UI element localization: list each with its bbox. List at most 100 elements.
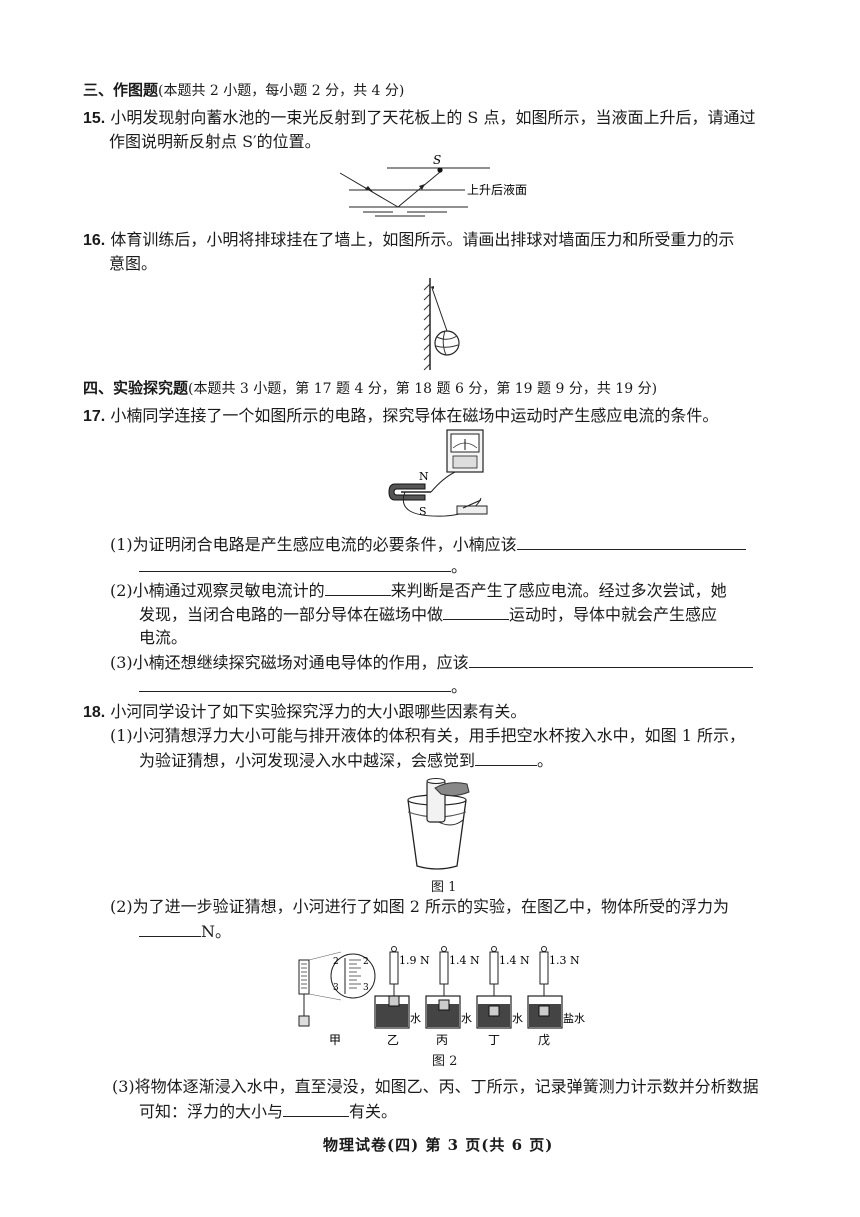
setup-ding	[476, 946, 512, 1029]
setup-yi	[374, 946, 410, 1029]
q17-p3-line-2: 。	[139, 675, 467, 698]
stage-label-wu: 戊	[538, 1033, 550, 1047]
volleyball-seams	[435, 330, 459, 356]
volleyball	[434, 330, 460, 356]
galvanometer-base	[452, 455, 478, 469]
liquid-yi: 水	[410, 1012, 421, 1025]
q17-p2-blank-2[interactable]	[443, 603, 510, 620]
q17-p2-text-d: 运动时，导体中就会产生感应	[509, 605, 718, 624]
q17-p3-text: (3)小楠还想继续探究磁场对通电导体的作用，应该	[110, 653, 469, 672]
q17-p1-line-2: 。	[139, 555, 467, 578]
q17-p3-blank-2[interactable]	[139, 675, 451, 692]
q16-text-2: 意图。	[109, 254, 158, 273]
q18-fig2-experiment: 2 2 3 3 1.9 N 水 1.4 N 水	[298, 946, 585, 1047]
q17-p1-blank-1[interactable]	[516, 533, 746, 550]
q17-p2-text-b: 来判断是否产生了感应电流。经过多次尝试，她	[390, 581, 727, 600]
scale-mark-3: 3	[333, 983, 339, 993]
q18-p1-text-b: 为验证猜想，小河发现浸入水中越深，会感觉到	[139, 751, 476, 770]
q18-p3-blank[interactable]	[283, 1100, 350, 1117]
q17-p2-line-2: 发现，当闭合电路的一部分导体在磁场中做运动时，导体中就会产生感应	[139, 603, 717, 626]
q18-p1-line-1: (1)小河猜想浮力大小可能与排开液体的体积有关，用手把空水杯按入水中，如图 1 …	[110, 726, 746, 745]
section-4-title: 四、实验探究题	[83, 379, 189, 397]
q17-p3-blank-1[interactable]	[468, 651, 753, 668]
incident-arrow	[365, 186, 373, 192]
liquid-wu: 盐水	[563, 1012, 585, 1025]
hand	[434, 782, 470, 797]
magnet-n-label: N	[419, 470, 429, 483]
q16-volleyball-figure	[423, 278, 460, 371]
q18-p1-blank[interactable]	[475, 749, 538, 766]
magnet-s-label: S	[419, 505, 427, 518]
q18-p2-blank[interactable]	[139, 920, 201, 937]
q18-p1-end: 。	[537, 751, 554, 770]
q18-p2-line-1: (2)为了进一步验证猜想，小河进行了如图 2 所示的实验，在图乙中，物体所受的浮…	[110, 897, 730, 916]
stage-label-bing: 丙	[436, 1033, 448, 1047]
q18-p3-line-1: (3)将物体逐渐浸入水中，直至浸没，如图乙、丙、丁所示，记录弹簧测力计示数并分析…	[112, 1077, 759, 1096]
q16-text-1: 体育训练后，小明将排球挂在了墙上，如图所示。请画出排球对墙面压力和所受重力的示	[110, 230, 735, 249]
q15-reflection-figure: S 上升后液面	[339, 155, 527, 217]
liquid-bing: 水	[461, 1012, 472, 1025]
point-s	[437, 167, 443, 173]
q15-number: 15.	[83, 110, 106, 127]
section-4-heading: 四、实验探究题(本题共 3 小题，第 17 题 4 分，第 18 题 6 分，第…	[83, 377, 657, 400]
risen-surface-label: 上升后液面	[467, 182, 527, 197]
stage-label-yi: 乙	[387, 1033, 399, 1047]
page-footer: 物理试卷(四) 第 3 页(共 6 页)	[323, 1136, 554, 1154]
reading-yi: 1.9 N	[399, 954, 430, 967]
point-s-label: S	[433, 155, 441, 167]
reading-bing: 1.4 N	[449, 954, 480, 967]
q17-p2-blank-1[interactable]	[324, 579, 391, 596]
bucket-body	[407, 799, 467, 870]
u-magnet	[388, 483, 426, 501]
q18-p2-unit: N。	[201, 922, 232, 941]
liquid-ding: 水	[512, 1012, 523, 1025]
q18-p2-line-2: N。	[139, 920, 231, 943]
q17-number: 17.	[83, 408, 106, 425]
scale-mark-1: 2	[333, 957, 339, 967]
wall-hatching	[423, 283, 431, 371]
q16-line-1: 16. 体育训练后，小明将排球挂在了墙上，如图所示。请画出排球对墙面压力和所受重…	[83, 229, 734, 252]
scale-mark-2: 2	[363, 957, 369, 967]
q18-fig2-caption: 图 2	[432, 1054, 458, 1069]
q17-p2-line-1: (2)小楠通过观察灵敏电流计的来判断是否产生了感应电流。经过多次尝试，她	[110, 579, 727, 602]
reading-wu: 1.3 N	[549, 954, 580, 967]
switch-lever	[462, 499, 482, 509]
stage-label-jia: 甲	[329, 1033, 341, 1047]
q15-line-1: 15. 小明发现射向蓄水池的一束光反射到了天花板上的 S 点，如图所示，当液面上…	[83, 107, 755, 130]
q17-p3-line-1: (3)小楠还想继续探究磁场对通电导体的作用，应该	[110, 651, 753, 674]
q17-p3-end: 。	[451, 677, 468, 696]
q18-p1-line-2: 为验证猜想，小河发现浸入水中越深，会感觉到 。	[139, 749, 553, 772]
q18-fig1-bucket	[407, 778, 470, 870]
q18-number: 18.	[83, 704, 106, 721]
reflected-arrow	[419, 184, 425, 190]
q17-p1-blank-2[interactable]	[139, 555, 451, 572]
stage-label-ding: 丁	[488, 1033, 500, 1047]
q17-p2-text-e: 电流。	[139, 628, 188, 647]
hook	[430, 286, 434, 289]
scale-jia: 2 2 3 3	[298, 951, 376, 1027]
reading-ding: 1.4 N	[499, 954, 530, 967]
section-3-note: (本题共 2 小题，每小题 2 分，共 4 分)	[158, 83, 405, 99]
object-block-jia	[298, 1015, 310, 1027]
q17-p1-line-1: (1)为证明闭合电路是产生感应电流的必要条件，小楠应该	[110, 533, 746, 556]
q18-text-1: 小河同学设计了如下实验探究浮力的大小跟哪些因素有关。	[110, 702, 527, 721]
q17-text-1: 小楠同学连接了一个如图所示的电路，探究导体在磁场中运动时产生感应电流的条件。	[110, 406, 719, 425]
q15-text-1: 小明发现射向蓄水池的一束光反射到了天花板上的 S 点，如图所示，当液面上升后，请…	[110, 108, 756, 127]
q16-number: 16.	[83, 232, 106, 249]
cup-top	[426, 778, 446, 784]
q18-line-1: 18. 小河同学设计了如下实验探究浮力的大小跟哪些因素有关。	[83, 701, 526, 724]
q17-line-1: 17. 小楠同学连接了一个如图所示的电路，探究导体在磁场中运动时产生感应电流的条…	[83, 405, 718, 428]
setup-bing	[425, 946, 461, 1029]
q17-p1-end: 。	[451, 557, 468, 576]
section-4-note: (本题共 3 小题，第 17 题 4 分，第 18 题 6 分，第 19 题 9…	[188, 381, 658, 397]
scale-mark-4: 3	[363, 983, 369, 993]
q17-p1-text: (1)为证明闭合电路是产生感应电流的必要条件，小楠应该	[110, 535, 517, 554]
q15-text-2: 作图说明新反射点 S′的位置。	[109, 132, 321, 151]
setup-wu	[527, 946, 563, 1029]
q18-p3-text-b: 可知：浮力的大小与	[139, 1102, 284, 1121]
switch	[456, 505, 488, 515]
hanging-string	[431, 287, 448, 332]
section-3-title: 三、作图题	[83, 81, 159, 99]
section-3-heading: 三、作图题(本题共 2 小题，每小题 2 分，共 4 分)	[83, 79, 404, 102]
